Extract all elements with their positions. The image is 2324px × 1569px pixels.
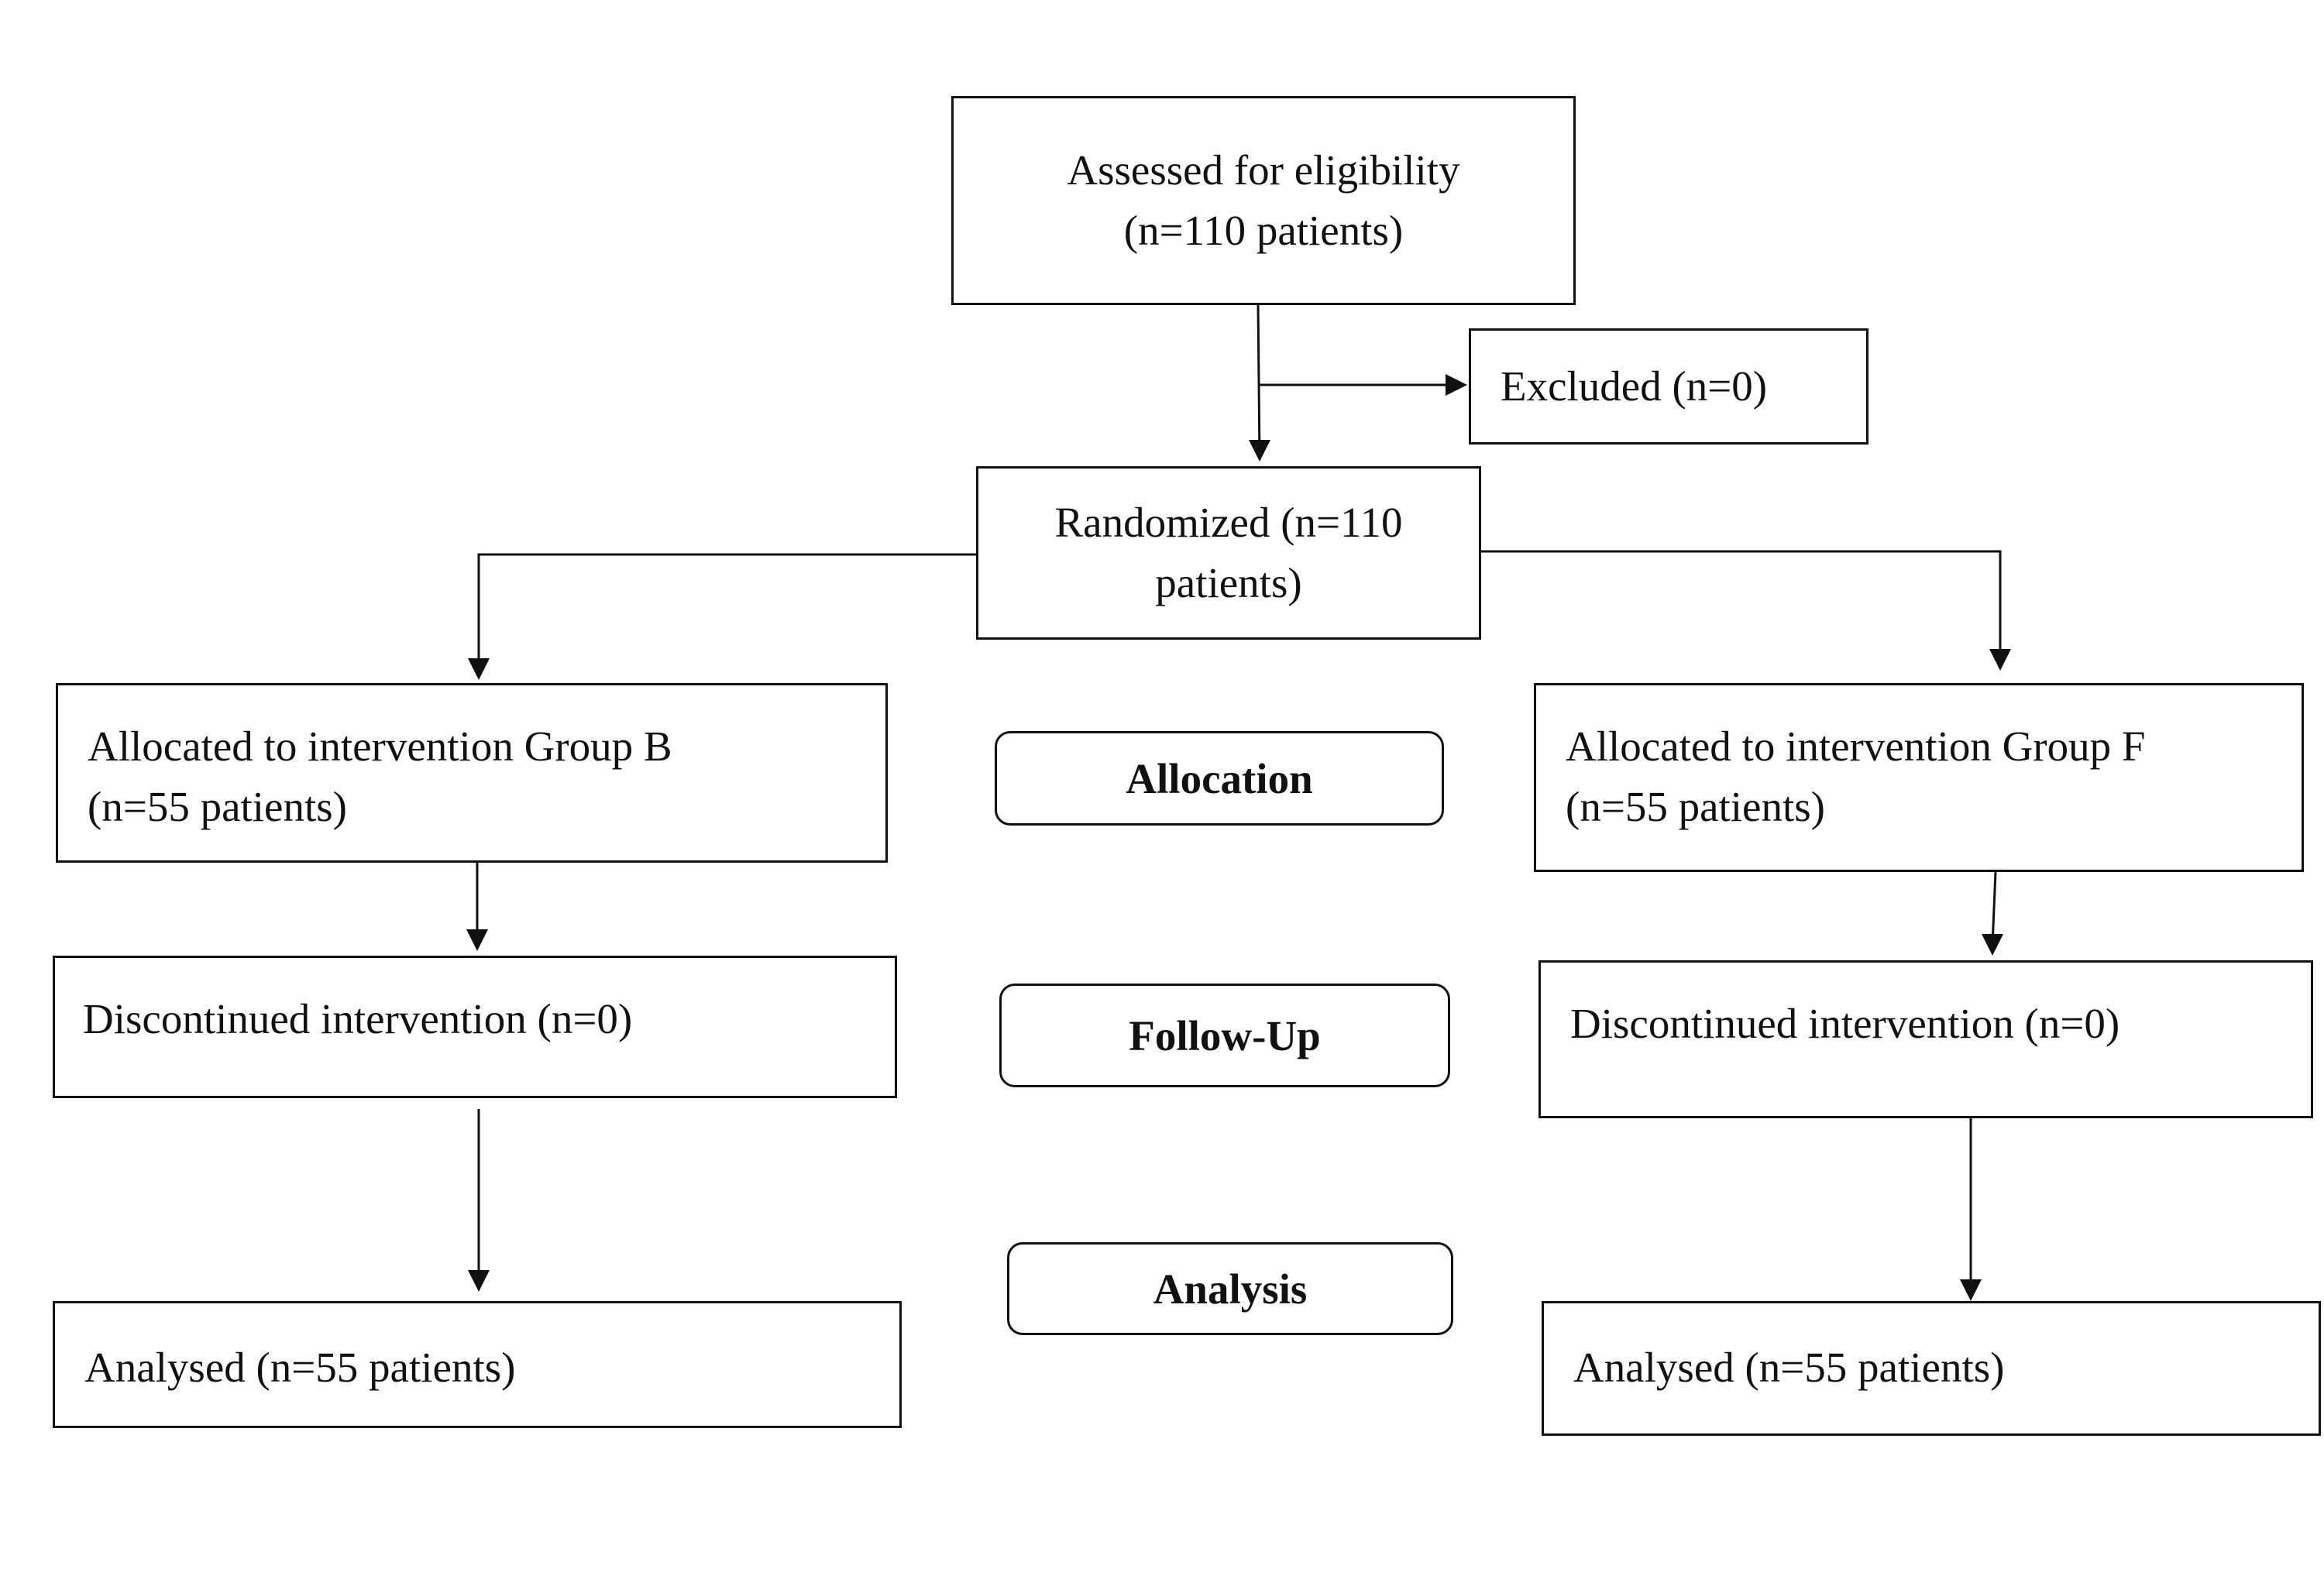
arrow-f-allocated-to-discontinued — [1991, 871, 1997, 946]
stage-follow-up-label: Follow-Up — [1129, 1011, 1321, 1059]
stage-analysis: Analysis — [1007, 1242, 1453, 1335]
arrow-assessed-to-randomized — [1257, 303, 1261, 459]
randomized-count: patients) — [1155, 559, 1302, 606]
group-f-allocated-box: Allocated to intervention Group F (n=55 … — [1534, 683, 2304, 872]
arrow-randomized-to-group-f — [1480, 550, 2002, 658]
assessed-label: Assessed for eligibility — [1067, 146, 1460, 194]
group-f-discontinued-label: Discontinued intervention (n=0) — [1570, 1000, 2120, 1047]
assessed-box: Assessed for eligibility (n=110 patients… — [951, 96, 1576, 305]
randomized-label: Randomized (n=110 — [1054, 499, 1403, 546]
group-b-analysed-label: Analysed (n=55 patients) — [84, 1344, 516, 1391]
excluded-label: Excluded (n=0) — [1501, 362, 1768, 410]
group-b-allocated-box: Allocated to intervention Group B (n=55 … — [56, 683, 888, 863]
arrowhead-excluded — [1446, 374, 1467, 396]
arrowhead-b-discontinued — [466, 929, 488, 951]
stage-allocation-label: Allocation — [1126, 754, 1313, 802]
group-f-discontinued-box: Discontinued intervention (n=0) — [1538, 960, 2313, 1118]
group-b-allocated-count: (n=55 patients) — [88, 783, 347, 830]
stage-follow-up: Follow-Up — [999, 984, 1450, 1087]
group-b-analysed-box: Analysed (n=55 patients) — [53, 1301, 902, 1428]
group-b-discontinued-box: Discontinued intervention (n=0) — [53, 956, 897, 1098]
arrowhead-group-b — [468, 658, 490, 680]
assessed-count: (n=110 patients) — [1123, 207, 1404, 254]
group-f-analysed-box: Analysed (n=55 patients) — [1542, 1301, 2321, 1436]
group-b-discontinued-label: Discontinued intervention (n=0) — [83, 995, 633, 1042]
arrowhead-randomized — [1249, 440, 1270, 462]
arrow-randomized-to-group-b — [477, 553, 976, 668]
arrowhead-group-f — [1989, 649, 2011, 671]
stage-analysis-label: Analysis — [1153, 1265, 1308, 1313]
arrowhead-f-analysed — [1960, 1279, 1982, 1301]
group-f-allocated-count: (n=55 patients) — [1566, 783, 1825, 830]
group-f-analysed-label: Analysed (n=55 patients) — [1573, 1344, 2005, 1391]
randomized-box: Randomized (n=110 patients) — [976, 466, 1481, 640]
excluded-box: Excluded (n=0) — [1469, 328, 1868, 445]
arrowhead-f-discontinued — [1982, 934, 2003, 956]
stage-allocation: Allocation — [995, 731, 1444, 826]
group-b-allocated-label: Allocated to intervention Group B — [88, 723, 672, 770]
group-f-allocated-label: Allocated to intervention Group F — [1566, 723, 2146, 770]
arrowhead-b-analysed — [468, 1270, 490, 1292]
